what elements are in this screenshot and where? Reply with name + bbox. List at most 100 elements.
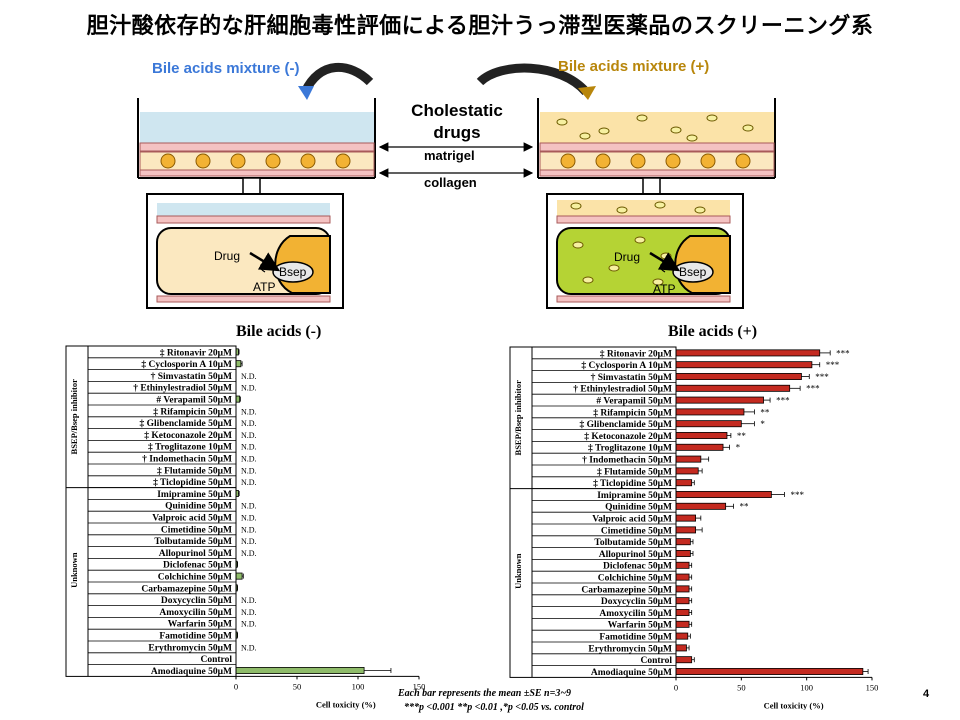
category-label: ‡ Troglitazone 10μM (588, 444, 672, 454)
x-tick-label: 0 (234, 681, 238, 691)
category-label: † Ethinylestradiol 50μM (133, 384, 232, 394)
category-label: Doxycyclin 50μM (161, 596, 232, 606)
bile-acid-particles (556, 114, 754, 142)
data-bar (675, 550, 691, 557)
data-bar (675, 668, 864, 675)
data-bar (675, 526, 697, 534)
membrane-bottom-minus (139, 169, 375, 177)
data-bar (675, 632, 689, 640)
hepatocytes-minus (160, 153, 351, 169)
significance-marker: *** (826, 360, 840, 370)
data-bar (675, 538, 691, 546)
category-label: Amoxycilin 50μM (159, 608, 232, 618)
category-label: ‡ Cyclosporin A 10μM (141, 360, 232, 370)
category-label: † Indomethacin 50μM (142, 455, 232, 465)
category-label: Quinidine 50μM (605, 503, 672, 513)
category-label: Control (201, 655, 233, 665)
data-bar (675, 609, 690, 616)
category-label: Valproic acid 50μM (152, 514, 232, 524)
x-tick-label: 150 (866, 682, 879, 692)
data-bar (675, 573, 690, 581)
data-bar (235, 395, 241, 403)
chart-title-plus: Bile acids (+) (668, 323, 758, 340)
significance-marker: *** (836, 348, 850, 358)
category-label: Tolbutamide 50μM (594, 538, 672, 548)
category-label: Allopurinol 50μM (599, 550, 672, 560)
zoom-connector-minus (242, 177, 261, 195)
group-label: BSEP/Bsep inhibitor (69, 379, 79, 455)
data-bar (675, 597, 690, 605)
x-tick-label: 50 (293, 681, 302, 691)
significance-marker: *** (806, 384, 820, 394)
significance-marker: ** (739, 502, 749, 512)
not-detected-label: N.D. (241, 608, 257, 617)
category-label: ‡ Ketoconazole 20μM (584, 432, 672, 442)
category-label: Cimetidine 50μM (601, 526, 672, 536)
category-label: Amodiaquine 50μM (591, 668, 672, 678)
x-axis-label: Cell toxicity (%) (316, 699, 376, 709)
category-label: ‡ Flutamide 50μM (597, 467, 672, 477)
significance-marker: *** (776, 396, 790, 406)
category-label: ‡ Flutamide 50μM (157, 466, 232, 476)
group-label: Unknown (69, 552, 79, 588)
category-label: Valproic acid 50μM (592, 515, 672, 525)
bsep-label-plus: Bsep (679, 265, 707, 279)
cholestatic-drugs-label: Cholestatic drugs (392, 100, 522, 144)
header-bile-minus: Bile acids mixture (-) (152, 60, 300, 77)
footnote-line1: Each bar represents the mean ±SE n=3~9 (398, 688, 572, 699)
category-label: Doxycyclin 50μM (601, 597, 672, 607)
significance-marker: * (736, 443, 741, 453)
not-detected-label: N.D. (241, 478, 257, 487)
x-tick-label: 100 (800, 682, 813, 692)
data-bar (235, 360, 242, 368)
category-label: Carbamazepine 50μM (141, 584, 232, 594)
medium-minus (140, 112, 374, 144)
data-bar (675, 514, 697, 522)
membrane-top-minus (139, 142, 375, 152)
bsep-label-minus: Bsep (279, 265, 307, 279)
category-label: Allopurinol 50μM (159, 549, 232, 559)
category-label: Erythromycin 50μM (148, 643, 232, 653)
data-bar (235, 667, 365, 674)
curved-arrow-right-tip (578, 86, 596, 100)
not-detected-label: N.D. (241, 643, 257, 652)
data-bar (675, 408, 745, 416)
category-label: Warfarin 50μM (608, 621, 672, 631)
cholestatic-line1: Cholestatic (411, 101, 503, 120)
membrane-top-plus (539, 142, 775, 152)
x-axis-label: Cell toxicity (%) (764, 700, 824, 710)
data-bar (235, 572, 243, 580)
significance-marker: * (760, 419, 765, 429)
group-label: BSEP/Bsep inhibitor (513, 380, 523, 456)
not-detected-label: N.D. (241, 455, 257, 464)
data-bar (675, 432, 728, 439)
category-label: Colchichine 50μM (598, 574, 672, 584)
category-label: Carbamazepine 50μM (581, 585, 672, 595)
membrane-bottom-plus (539, 169, 775, 177)
not-detected-label: N.D. (241, 466, 257, 475)
data-bar (675, 502, 727, 510)
not-detected-label: N.D. (241, 407, 257, 416)
category-label: ‡ Rifampicin 50μM (593, 408, 672, 418)
category-label: Quinidine 50μM (165, 502, 232, 512)
data-bar (675, 491, 772, 498)
data-bar (675, 361, 813, 369)
not-detected-label: N.D. (241, 620, 257, 629)
category-label: Colchichine 50μM (158, 573, 232, 583)
header-bile-plus: Bile acids mixture (+) (558, 58, 710, 75)
atp-label-plus: ATP (653, 282, 676, 296)
category-label: ‡ Ketoconazole 20μM (144, 431, 232, 441)
data-bar (675, 349, 821, 357)
zoom-box-minus (146, 193, 344, 309)
category-label: Tolbutamide 50μM (154, 537, 232, 547)
significance-marker: *** (815, 372, 829, 382)
category-label: Diclofenac 50μM (163, 561, 232, 571)
category-label: † Simvastatin 50μM (591, 373, 672, 383)
category-label: ‡ Glibenclamide 50μM (140, 419, 232, 429)
category-label: Control (641, 656, 673, 666)
not-detected-label: N.D. (241, 443, 257, 452)
category-label: Diclofenac 50μM (603, 562, 672, 572)
category-label: † Simvastatin 50μM (151, 372, 232, 382)
category-label: # Verapamil 50μM (156, 396, 232, 406)
